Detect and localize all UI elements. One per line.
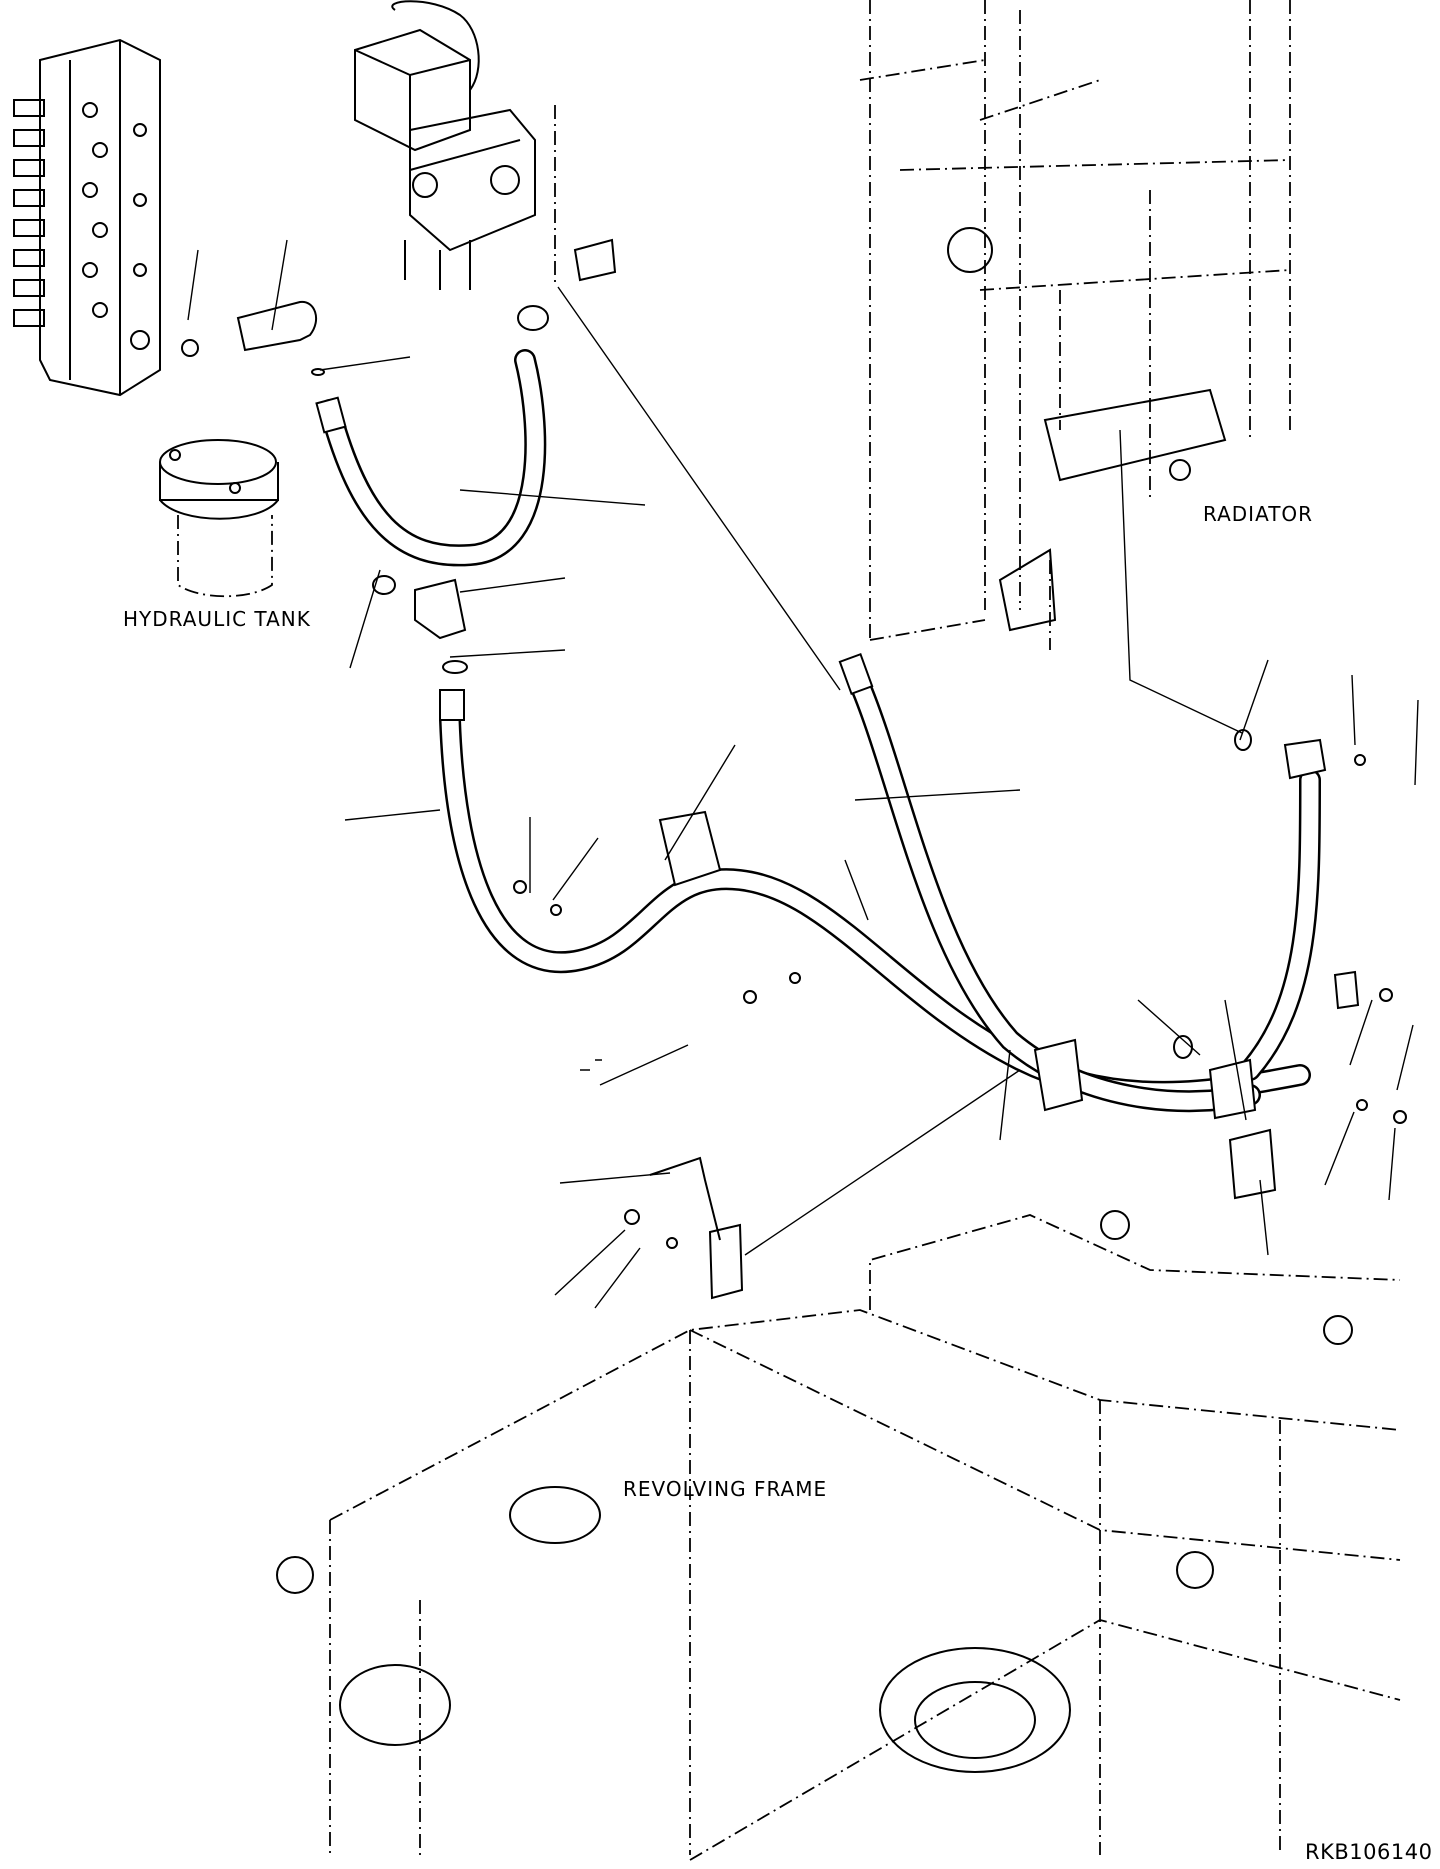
hydraulic-tank xyxy=(159,439,279,598)
revolving-frame xyxy=(276,1210,1401,1861)
drawing-code: RKB106140 xyxy=(1305,1840,1433,1864)
fittings xyxy=(181,238,1407,1300)
hydraulic-tank-label: HYDRAULIC TANK xyxy=(123,607,311,631)
control-valve xyxy=(13,38,161,397)
radiator-label: RADIATOR xyxy=(1203,502,1314,526)
leader-lines xyxy=(187,239,1419,1309)
hoses xyxy=(319,349,1321,1113)
revolving-frame-label: REVOLVING FRAME xyxy=(623,1477,828,1501)
radiator xyxy=(859,0,1291,650)
pump-assembly xyxy=(354,0,556,290)
